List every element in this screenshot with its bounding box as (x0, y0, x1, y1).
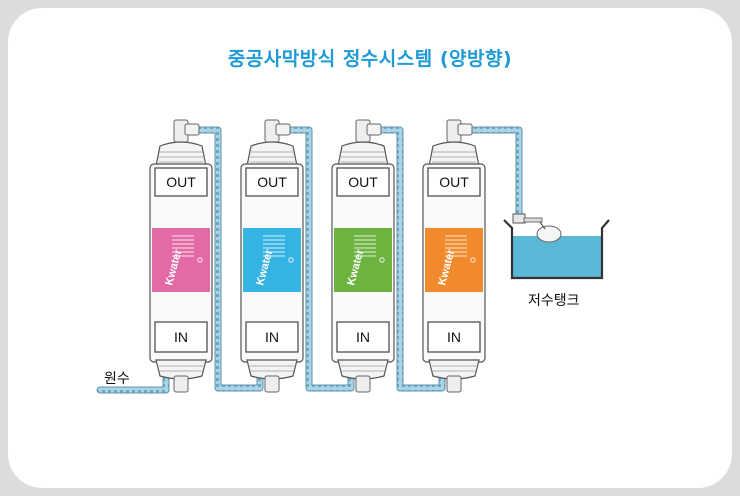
filter-color-band (152, 228, 210, 292)
tank-wall (503, 219, 610, 280)
bottom-fitting (264, 375, 280, 393)
filter-color-band (425, 228, 483, 292)
out-box (336, 167, 390, 197)
in-box (154, 321, 208, 353)
dot-icon (288, 257, 294, 263)
tank-label: 저수탱크 (528, 293, 580, 309)
top-cap (246, 141, 298, 167)
filter-color-band (334, 228, 392, 292)
filter-group: Kwater Kwater Kwater Kwater (149, 119, 486, 393)
elbow-fitting (366, 123, 382, 136)
in-box (245, 321, 299, 353)
in-label: IN (265, 329, 279, 345)
pipe-network (96, 126, 523, 394)
bottom-fitting (355, 375, 371, 393)
tank-water (512, 236, 602, 278)
in-box (336, 321, 390, 353)
top-cap (337, 141, 389, 167)
dot-icon (470, 257, 476, 263)
dot-icon (197, 257, 203, 263)
filter-3: Kwater (331, 119, 395, 393)
elbow-fitting (275, 123, 291, 136)
bottom-fitting (173, 375, 189, 393)
bottom-fitting (446, 375, 462, 393)
storage-tank (503, 213, 610, 280)
out-label: OUT (257, 174, 287, 190)
elbow-fitting (184, 123, 200, 136)
out-box (154, 167, 208, 197)
in-box (427, 321, 481, 353)
top-cap (155, 141, 207, 167)
top-cap (428, 141, 480, 167)
source-water-label: 원수 (104, 371, 130, 387)
out-label: OUT (348, 174, 378, 190)
float-valve-icon (512, 213, 562, 243)
filter-2: Kwater (240, 119, 304, 393)
out-box (427, 167, 481, 197)
out-label: OUT (166, 174, 196, 190)
out-box (245, 167, 299, 197)
filter-4: Kwater (422, 119, 486, 393)
diagram-title: 중공사막방식 정수시스템 (양방향) (227, 48, 513, 70)
filter-color-band (243, 228, 301, 292)
filter-1: Kwater (149, 119, 213, 393)
out-label: OUT (439, 174, 469, 190)
dot-icon (379, 257, 385, 263)
in-label: IN (174, 329, 188, 345)
in-label: IN (447, 329, 461, 345)
elbow-fitting (457, 123, 473, 136)
in-label: IN (356, 329, 370, 345)
